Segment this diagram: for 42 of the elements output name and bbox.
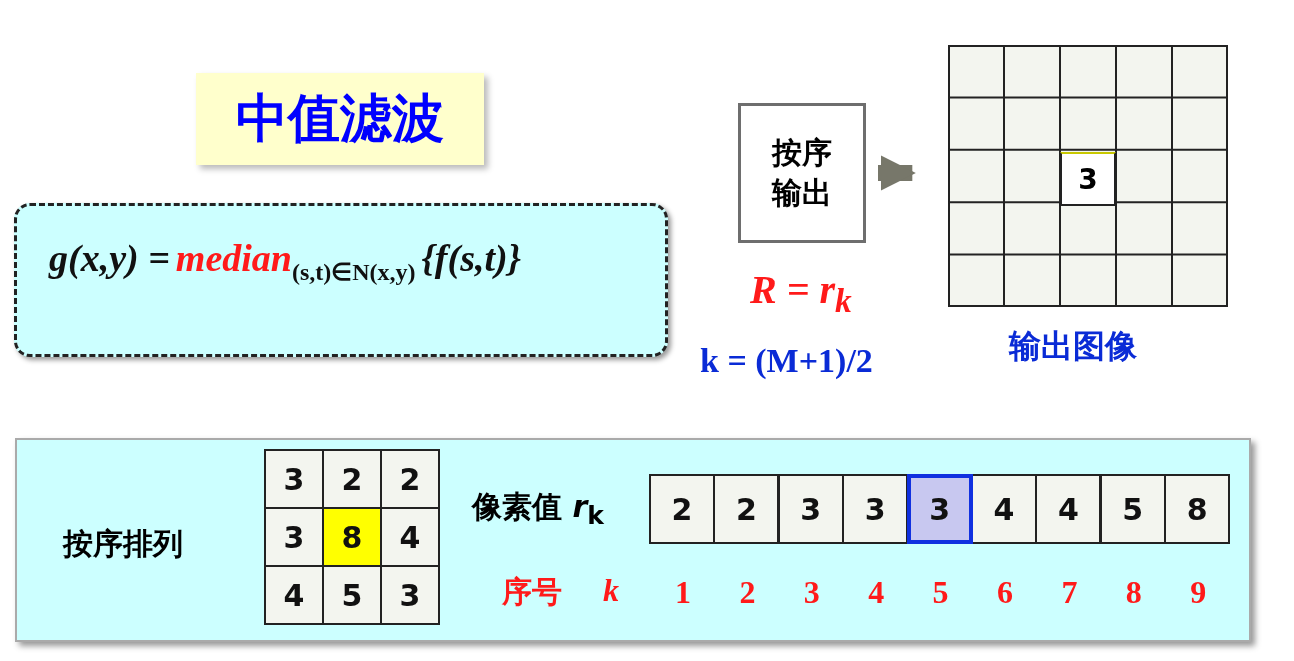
- equation: k = (M+1)/2: [700, 342, 873, 380]
- table-cell: 3: [264, 507, 324, 567]
- index-number: 9: [1189, 574, 1208, 611]
- process-box: [738, 103, 866, 243]
- table-cell: 3: [842, 474, 909, 544]
- index-number: 8: [1124, 574, 1143, 611]
- table-cell: 8: [1164, 474, 1231, 544]
- formula-box: [14, 203, 668, 357]
- title: 中值滤波: [196, 73, 484, 165]
- table-cell: 4: [264, 565, 324, 625]
- grid-label: 输出图像: [1007, 326, 1138, 367]
- index-number: 6: [996, 574, 1014, 611]
- table-cell: 2: [322, 449, 382, 509]
- index-number: 2: [738, 574, 757, 611]
- table-cell: 2: [649, 474, 715, 544]
- table-cell: 3: [906, 474, 973, 544]
- index-number: 3: [802, 574, 821, 611]
- formula: g(x,y) =median$_{(s,t)∈N(x,y)}${f(s,t)}: [49, 236, 522, 286]
- index-number: 1: [674, 574, 692, 611]
- row-label: 像素值 r$_{k}$: [472, 488, 604, 530]
- table-cell: 3: [380, 565, 440, 625]
- table-cell: 5: [322, 565, 382, 625]
- row-label: 序号: [502, 573, 562, 611]
- row-label: k: [603, 572, 619, 609]
- box-label: 按序输出: [770, 133, 833, 212]
- panel-label: 按序排列: [63, 525, 183, 563]
- table-cell: 4: [971, 474, 1037, 544]
- table-cell: 8: [322, 507, 382, 567]
- table-cell: 3: [264, 449, 324, 509]
- table-cell: 2: [713, 474, 780, 544]
- table-cell: 5: [1099, 474, 1166, 544]
- pixel-value: 3: [1078, 162, 1098, 196]
- table-cell: 4: [380, 507, 440, 567]
- table-cell: 2: [380, 449, 440, 509]
- table-cell: 3: [777, 474, 844, 544]
- arrow: [878, 155, 916, 191]
- index-number: 5: [931, 574, 950, 611]
- equation: R = r$_{k}$: [750, 266, 852, 320]
- index-number: 7: [1060, 574, 1079, 611]
- output-pixel: [1060, 152, 1116, 206]
- table-cell: 4: [1035, 474, 1102, 544]
- index-number: 4: [867, 574, 886, 611]
